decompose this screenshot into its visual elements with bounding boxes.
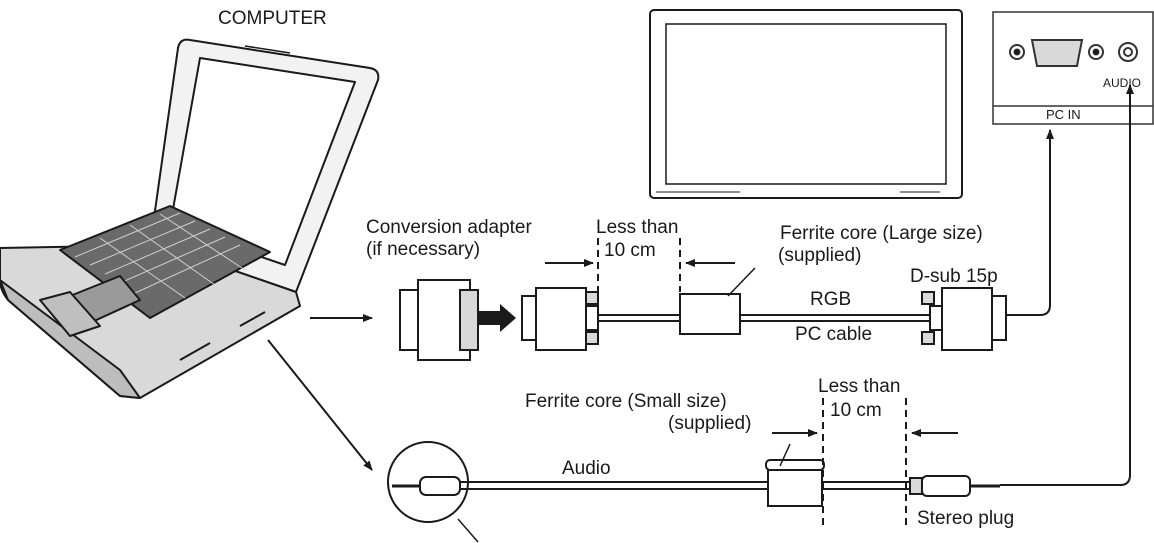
stereo-plug-icon (909, 475, 1000, 497)
dsub-label: D-sub 15p (910, 266, 998, 287)
pc-cable-label: PC cable (795, 324, 873, 345)
audio-output-arrow-icon (267, 339, 373, 471)
lower-dimension-marks (772, 398, 958, 530)
ferrite-core-small-icon (765, 443, 825, 507)
less-than-lower-value: 10 cm (830, 400, 882, 421)
ferrite-core-large-icon (679, 293, 741, 335)
ferrite-large-label: Ferrite core (Large size) (780, 223, 983, 244)
computer-label: COMPUTER (218, 8, 327, 29)
audio-cable (387, 84, 1134, 543)
less-than-lower-label: Less than (818, 376, 901, 397)
conversion-adapter-note: (if necessary) (366, 239, 481, 260)
less-than-upper-label: Less than (596, 217, 679, 238)
d-sub-connector-icon (521, 287, 599, 351)
pc-in-label: PC IN (1046, 107, 1081, 122)
less-than-upper-value: 10 cm (604, 240, 656, 261)
audio-port-label: AUDIO (1103, 76, 1142, 90)
pc-in-terminal-panel-icon (992, 11, 1154, 125)
ferrite-small-label: Ferrite core (Small size) (525, 391, 727, 412)
laptop-icon (0, 38, 380, 399)
rgb-label: RGB (810, 289, 852, 310)
stereo-plug-label: Stereo plug (917, 508, 1015, 529)
conversion-adapter-icon (399, 279, 479, 361)
connect-arrow-icon (478, 304, 516, 332)
ferrite-small-note: (supplied) (668, 413, 752, 434)
conversion-adapter-label: Conversion adapter (366, 217, 532, 238)
ferrite-large-note: (supplied) (778, 245, 862, 266)
upper-dimension-marks (545, 238, 735, 292)
rgb-cable (598, 129, 1054, 322)
audio-label: Audio (562, 458, 611, 479)
plasma-display-icon (649, 9, 963, 199)
d-sub-15p-connector-icon (921, 287, 1007, 351)
